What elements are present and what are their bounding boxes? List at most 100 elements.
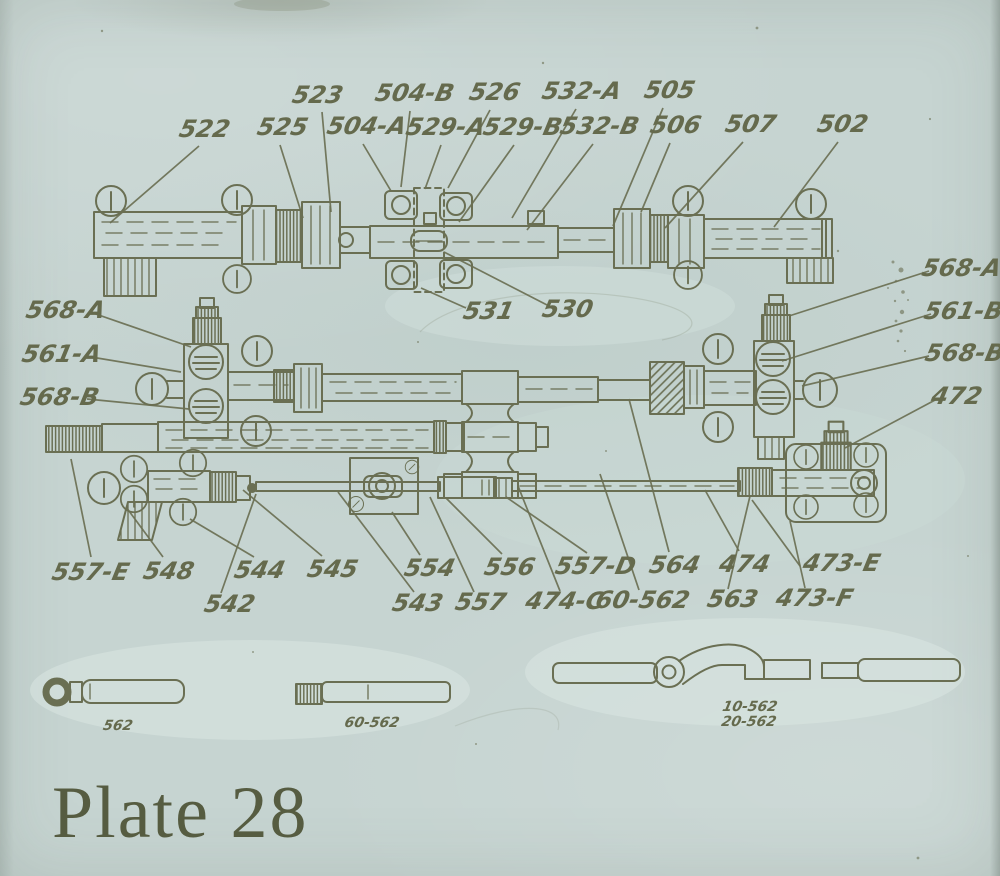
part-label-473F: 473-F (773, 583, 857, 612)
part-label-507: 507 (723, 109, 779, 138)
part-label-522: 522 (177, 114, 233, 143)
square-end (295, 683, 323, 705)
screw-plug-icon (188, 388, 224, 424)
part-label-60-562-loose: 60-562 (343, 715, 401, 731)
part-label-556: 556 (482, 552, 538, 581)
clamp-bolt-icon (222, 264, 252, 294)
castle-nut (385, 260, 418, 290)
clamp-bolt-icon (119, 454, 149, 484)
part-label-568B-left: 568-B (18, 382, 102, 411)
castle-nut (439, 192, 473, 221)
part-label-473E: 473-E (800, 548, 884, 577)
clamp-bolt-icon (178, 448, 208, 478)
small-bolt (423, 212, 437, 225)
center-block (461, 370, 519, 405)
small-bolt (527, 210, 545, 225)
part-label-562-loose: 562 (102, 718, 135, 734)
part-label-532A: 532-A (539, 76, 624, 105)
adjuster-collar (301, 201, 341, 269)
clamp-bolt-icon (240, 415, 272, 447)
part-label-563: 563 (705, 584, 761, 613)
part-label-20-562: 20-562 (720, 714, 778, 730)
part-label-568B-right: 568-B (923, 338, 1000, 367)
lower-tube-assembly (45, 420, 549, 473)
clamp-bolt-icon (702, 333, 734, 365)
plate-bolt-icon (344, 492, 368, 516)
part-label-526: 526 (467, 77, 523, 106)
hourglass-neck (465, 403, 473, 423)
collar-cluster (493, 477, 513, 499)
link-end-housing (147, 470, 211, 503)
cross-tube (321, 373, 463, 402)
part-label-10-562: 10-562 (721, 699, 779, 715)
part-label-502: 502 (815, 109, 871, 138)
bent-arm (678, 643, 765, 668)
part-label-532B: 532-B (558, 111, 642, 140)
knurled-sleeve (275, 209, 303, 263)
castle-nut (384, 190, 418, 220)
rod-eye (87, 471, 121, 505)
part-label-568A-left: 568-A (23, 295, 108, 324)
knurled-end (45, 425, 103, 453)
hatched-clamp (649, 361, 685, 415)
part-label-529B: 529-B (481, 112, 565, 141)
pin (338, 232, 354, 248)
part-label-504B: 504-B (373, 78, 457, 107)
knurled-sleeve (649, 214, 669, 263)
left-tube (93, 211, 243, 259)
part-label-529A: 529-A (403, 112, 488, 141)
part-label-60-562: 60-562 (593, 585, 692, 614)
knurled-clamp (209, 471, 237, 503)
ball-stud (368, 472, 396, 500)
housing-bracket (757, 436, 785, 460)
rod-eye (802, 372, 838, 408)
ball-joint-plate (349, 457, 419, 515)
rod-shank (597, 379, 651, 401)
hourglass-neck (507, 403, 515, 423)
knurled-sleeve (273, 369, 295, 403)
part-label-554: 554 (402, 553, 458, 582)
pivot-boss (653, 656, 685, 688)
adjuster-collar (293, 363, 323, 413)
rod-body (81, 679, 185, 704)
part-562-drawing (42, 677, 185, 707)
center-bushing (410, 230, 448, 252)
bent-arm (682, 664, 765, 685)
tube-clamp (667, 214, 705, 269)
right-tube (703, 218, 827, 259)
hourglass-neck (465, 451, 473, 473)
part-label-474: 474 (716, 549, 773, 578)
rod-eye (42, 677, 72, 707)
part-label-564: 564 (647, 550, 703, 579)
tube-end-bracket (786, 257, 834, 284)
part-label-545: 545 (305, 554, 361, 583)
part-label-557D: 557-D (553, 551, 639, 580)
ink-speckles (100, 0, 969, 860)
part-label-504A: 504-A (324, 111, 409, 140)
rod-body (321, 681, 451, 703)
part-label-505: 505 (642, 75, 698, 104)
part-label-557: 557 (453, 587, 509, 616)
screw-plug-icon (188, 344, 224, 380)
rod-shank (703, 370, 757, 406)
part-callouts: 523 504-B 526 532-A 505 522 525 504-A 52… (18, 75, 1000, 734)
part-10-562-wrench-drawing (552, 643, 961, 688)
grease-fitting-icon (192, 297, 222, 345)
part-label-542: 542 (202, 589, 258, 618)
part-label-506: 506 (648, 110, 704, 139)
hourglass-neck (507, 451, 515, 473)
part-label-543: 543 (390, 588, 446, 617)
part-label-557E: 557-E (50, 557, 133, 586)
part-label-548: 548 (141, 556, 197, 585)
part-60-562-drawing (295, 681, 451, 705)
part-label-531: 531 (461, 296, 517, 325)
tube-end-bracket (103, 257, 157, 297)
part-label-530: 530 (540, 294, 596, 323)
end-boss (850, 469, 878, 497)
part-label-544: 544 (232, 555, 288, 584)
end-cap (535, 426, 549, 448)
rod-segment (763, 659, 811, 680)
part-label-472: 472 (928, 381, 985, 410)
grease-fitting-icon (761, 294, 791, 342)
